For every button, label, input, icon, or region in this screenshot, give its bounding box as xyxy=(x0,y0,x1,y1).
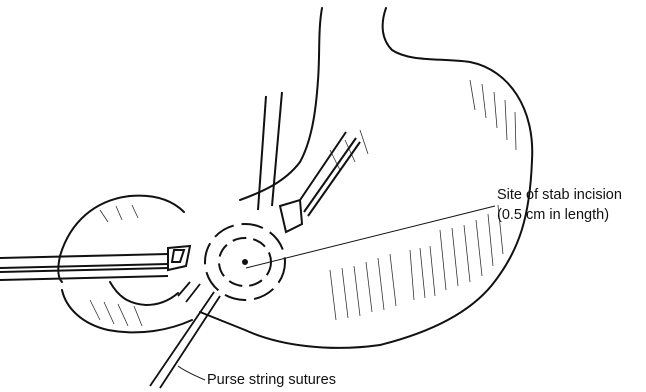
stomach-outline xyxy=(58,8,532,348)
stomach-shading xyxy=(90,80,516,326)
stab-incision-label-line2: (0.5 cm in length) xyxy=(497,206,609,224)
purse-string-label: Purse string sutures xyxy=(207,371,336,389)
stab-incision-label-line1: Site of stab incision xyxy=(497,186,622,204)
leader-lines xyxy=(178,206,495,380)
purse-string-leader xyxy=(178,366,205,380)
upper-grasper xyxy=(258,92,360,232)
left-grasper xyxy=(0,246,190,280)
purse-string-circles xyxy=(205,224,285,300)
